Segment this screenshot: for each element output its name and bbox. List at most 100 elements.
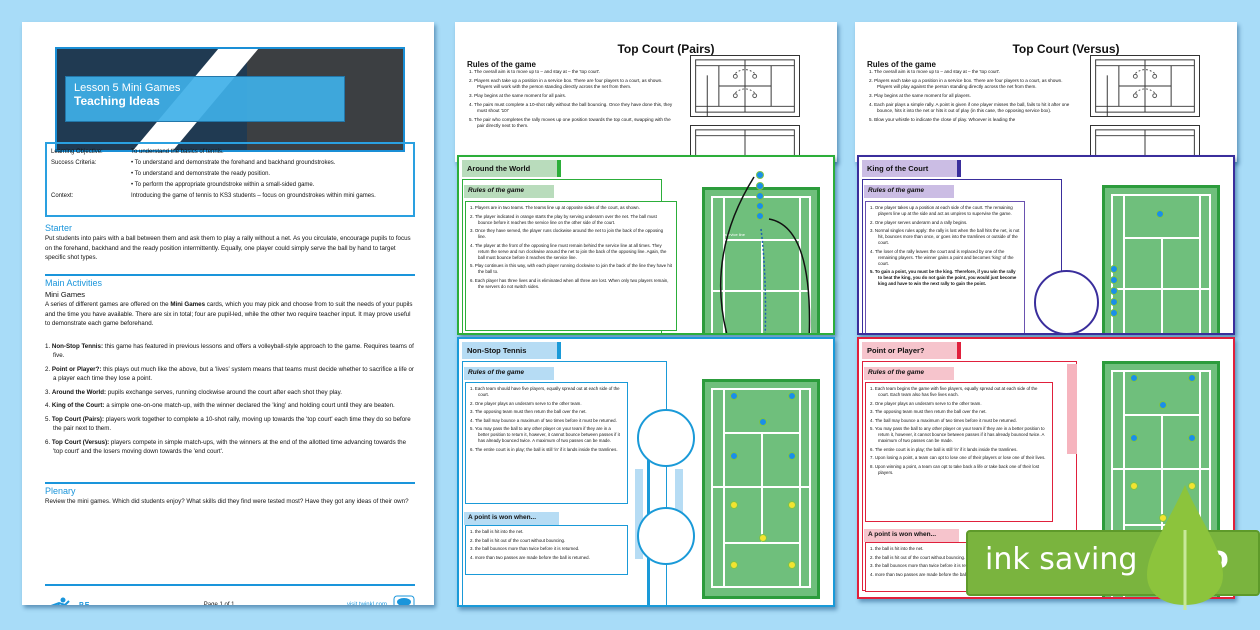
main-activities-section: Main Activities Mini Games A series of d… xyxy=(45,277,415,461)
twinkl-logo-icon xyxy=(393,595,415,605)
pe-runner-icon xyxy=(50,597,70,605)
card-title: Point or Player? xyxy=(862,342,957,359)
around-the-world-card: Around the World Rules of the game 1. Pl… xyxy=(457,155,835,335)
rule-item: 1. The overall aim is to move up to – an… xyxy=(869,69,1001,74)
page-title: Top Court (Versus) xyxy=(1012,42,1120,56)
title-banner: Lesson 5 Mini Games Teaching Ideas xyxy=(55,47,405,152)
player-marker xyxy=(730,392,738,400)
divider xyxy=(45,584,415,586)
rules-heading: Rules of the game xyxy=(464,367,554,380)
player-marker xyxy=(788,501,796,509)
rules-heading: Rules of the game xyxy=(464,185,554,198)
game-item: 5. Top Court (Pairs): players work toget… xyxy=(45,415,411,433)
player-marker xyxy=(1110,287,1118,295)
main-heading: Main Activities xyxy=(45,278,103,288)
game-item: 1. Non-Stop Tennis: this game has featur… xyxy=(45,342,414,360)
starter-heading: Starter xyxy=(45,223,73,233)
plenary-heading: Plenary xyxy=(45,486,76,496)
game-item: 3. Around the World: pupils exchange ser… xyxy=(45,388,342,396)
plenary-section: Plenary Review the mini games. Which did… xyxy=(45,485,415,507)
divider xyxy=(45,482,415,484)
ink-saving-text: ink saving xyxy=(985,542,1138,577)
page-footer: P.E. Page 1 of 1 visit twinkl.com xyxy=(45,590,415,605)
point-or-player-card: Point or Player? Rules of the game 1. Ea… xyxy=(857,337,1235,599)
player-marker xyxy=(788,561,796,569)
player-marker xyxy=(1110,309,1118,317)
starter-section: Starter Put students into pairs with a b… xyxy=(45,222,415,263)
plenary-text: Review the mini games. Which did student… xyxy=(45,498,409,505)
lesson-plan-page: Lesson 5 Mini Games Teaching Ideas Learn… xyxy=(22,22,434,605)
learning-objective: To understand the basics of tennis. xyxy=(131,148,224,155)
card-title: Around the World xyxy=(462,160,557,177)
player-marker xyxy=(730,501,738,509)
top-court-pairs-page: Top Court (Pairs) Rules of the game 1. T… xyxy=(455,22,837,162)
rule-item: 4. The pairs must complete a 10-shot ral… xyxy=(469,102,673,113)
banner-subtitle: Teaching Ideas xyxy=(74,94,160,108)
player-marker xyxy=(1130,374,1138,382)
learning-objective-label: Learning Objective: xyxy=(51,148,103,155)
player-marker xyxy=(1130,434,1138,442)
page-number: Page 1 of 1 xyxy=(203,602,235,605)
rules-list: 1. Players are in two teams. The teams l… xyxy=(465,201,677,331)
rule-item: 3. Play begins at the same moment for al… xyxy=(469,93,567,98)
player-marker xyxy=(788,452,796,460)
service-line-label: service line xyxy=(725,232,746,237)
context-label: Context: xyxy=(51,192,74,199)
point-heading: A point is won when... xyxy=(464,512,559,525)
starter-text: Put students into pairs with a ball betw… xyxy=(45,235,411,261)
game-item: 4. King of the Court: a simple one-on-on… xyxy=(45,402,395,409)
player-marker xyxy=(1110,265,1118,273)
criteria-item: To perform the appropriate groundstroke … xyxy=(134,181,315,188)
rules-heading: Rules of the game xyxy=(864,367,954,380)
player-illustration xyxy=(637,409,695,467)
player-marker xyxy=(756,171,764,179)
card-title: King of the Court xyxy=(862,160,957,177)
player-illustration xyxy=(637,507,695,565)
rule-item: 4. Each pair plays a simple rally. A poi… xyxy=(869,102,1070,113)
player-marker xyxy=(1130,482,1138,490)
player-marker xyxy=(1110,276,1118,284)
rules-heading: Rules of the game xyxy=(467,60,536,69)
tennis-court xyxy=(702,379,820,599)
main-subheading: Mini Games xyxy=(45,290,86,299)
player-marker xyxy=(1188,482,1196,490)
player-marker xyxy=(756,182,764,190)
non-stop-tennis-card: Non-Stop Tennis Rules of the game 1. Eac… xyxy=(457,337,835,607)
rules-list: 1. Each team begins the game with five p… xyxy=(865,382,1053,522)
king-of-the-court-card: King of the Court Rules of the game 1. O… xyxy=(857,155,1235,335)
context-text: Introducing the game of tennis to KS3 st… xyxy=(131,192,376,199)
player-marker xyxy=(1156,210,1164,218)
player-marker xyxy=(756,212,764,220)
rule-item: 2. Players each take up a position in a … xyxy=(469,78,663,89)
player-marker xyxy=(1159,401,1167,409)
movement-arrows xyxy=(719,176,811,333)
player-marker xyxy=(1188,434,1196,442)
subject-label: P.E. xyxy=(79,601,92,606)
player-marker xyxy=(756,192,764,200)
criteria-item: To understand and demonstrate the ready … xyxy=(134,170,271,177)
player-marker xyxy=(756,202,764,210)
court-diagram xyxy=(1090,55,1200,117)
rule-item: 1. The overall aim is to move up to – an… xyxy=(469,69,601,74)
court-diagram xyxy=(690,55,800,117)
game-item: 6. Top Court (Versus): players compete i… xyxy=(45,438,407,456)
criteria-item: To understand and demonstrate the foreha… xyxy=(134,159,336,166)
rules-list: 1. One player takes up a position at eac… xyxy=(865,201,1025,333)
divider xyxy=(45,274,415,276)
top-court-versus-page: Top Court (Versus) Rules of the game 1. … xyxy=(855,22,1237,162)
success-criteria-label: Success Criteria: xyxy=(51,159,97,166)
rule-item: 5. Blow your whistle to indicate the clo… xyxy=(869,117,1016,122)
eco-leaf-icon xyxy=(1147,485,1223,610)
main-intro: A series of different games are offered … xyxy=(45,301,413,327)
point-heading: A point is won when... xyxy=(864,529,959,542)
site-link[interactable]: visit twinkl.com xyxy=(346,602,387,605)
tennis-court xyxy=(1102,185,1220,333)
rule-item: 2. Players each take up a position in a … xyxy=(869,78,1063,89)
objectives-box: Learning Objective: To understand the bas… xyxy=(45,142,415,217)
player-marker xyxy=(1110,298,1118,306)
banner-title: Lesson 5 Mini Games xyxy=(74,82,181,94)
player-marker xyxy=(1188,374,1196,382)
rules-list: 1. Each team should have five players, e… xyxy=(465,382,628,504)
player-marker xyxy=(730,561,738,569)
player-marker xyxy=(759,418,767,426)
